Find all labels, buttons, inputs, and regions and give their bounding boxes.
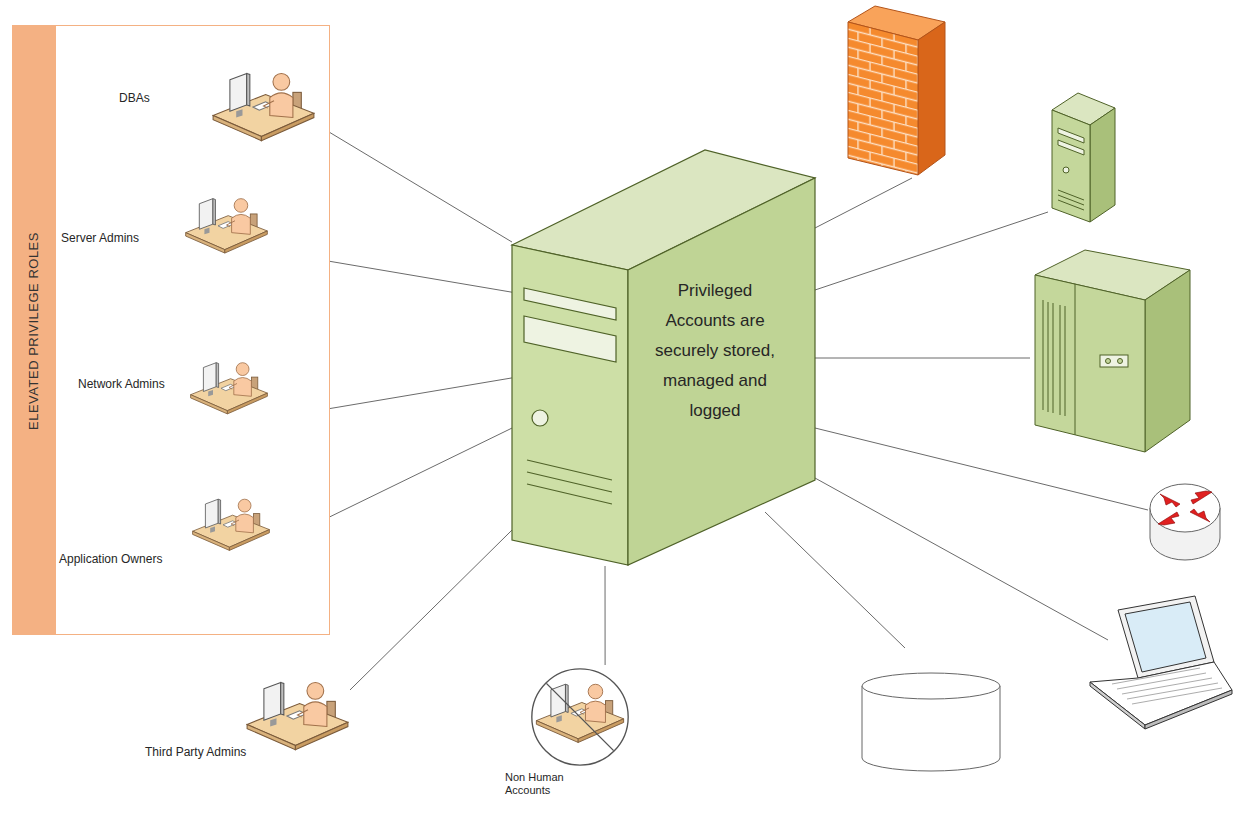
rack-server-icon	[1035, 250, 1190, 452]
person-icon	[191, 479, 271, 569]
role-label: Network Admins	[78, 377, 165, 391]
person-icon	[211, 69, 316, 143]
person-icon	[530, 667, 630, 767]
vault-server: Privileged Accounts are securely stored,…	[512, 148, 815, 566]
connector-line	[605, 566, 606, 665]
role-label: DBAs	[119, 91, 150, 105]
role-label: Non Human Accounts	[505, 771, 583, 797]
server-caption: Privileged Accounts are securely stored,…	[655, 276, 775, 426]
role-group-panel: DBAsServer AdminsNetwork AdminsApplicati…	[12, 25, 330, 635]
database-icon	[862, 673, 1000, 771]
firewall-icon	[848, 6, 945, 175]
role-node: Server Admins	[61, 179, 269, 269]
router-icon	[1150, 484, 1220, 560]
person-icon	[189, 346, 269, 429]
role-label: Server Admins	[61, 231, 139, 245]
account-node: Non Human Accounts	[505, 665, 635, 805]
role-node: Third Party Admins	[140, 675, 350, 763]
role-node: DBAs	[111, 69, 319, 143]
role-label: Third Party Admins	[145, 745, 246, 759]
role-node: Network Admins	[73, 344, 269, 429]
role-node: Application Owners	[59, 479, 271, 574]
person-icon	[184, 181, 269, 269]
server-icon	[1052, 93, 1115, 222]
connector-line	[319, 126, 512, 242]
person-icon	[245, 675, 350, 755]
group-title: ELEVATED PRIVILEGE ROLES	[26, 232, 42, 430]
laptop-icon	[1090, 596, 1232, 729]
device-wire	[765, 178, 1148, 648]
role-label: Application Owners	[59, 552, 162, 566]
connector-line	[350, 530, 512, 690]
